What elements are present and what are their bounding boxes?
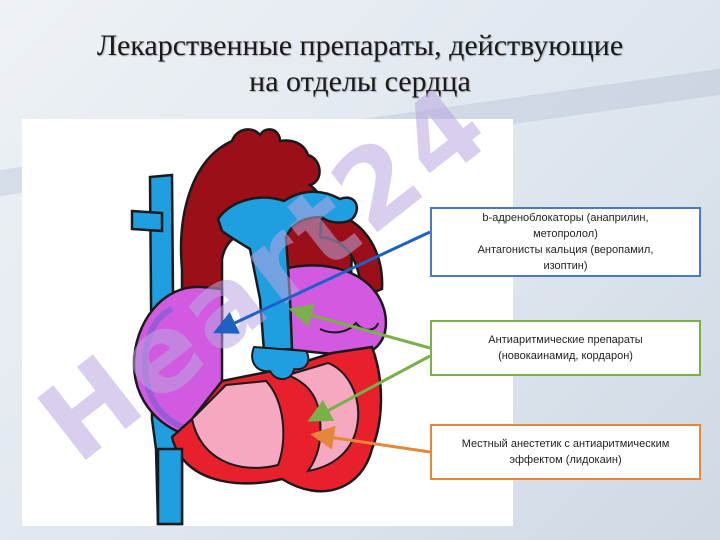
ventricle-inner: [190, 379, 285, 469]
valve-left: [251, 345, 310, 380]
orange-arrow: [310, 425, 431, 454]
slide-title: Лекарственные препараты, действующие на …: [0, 28, 720, 100]
green-arrow-1: [288, 303, 431, 350]
callout-blue-line-3: Антагонисты кальция (веропамил,: [477, 244, 654, 256]
green-arrow-2: [307, 354, 431, 422]
vena-cava-branch: [130, 209, 164, 233]
slide-title-line-2: на отделы сердца: [249, 65, 471, 98]
slide-title-line-1: Лекарственные препараты, действующие: [96, 29, 624, 62]
pulmonary-trunk: [216, 190, 359, 353]
callout-local-anesthetic: Местный анестетик с антиаритмическим эфф…: [430, 424, 701, 480]
callout-green-line-2: (новокаинамид, кордарон): [498, 350, 633, 362]
callout-beta-blockers: b-адреноблокаторы (анаприлин, метопролол…: [430, 207, 701, 277]
blue-arrow: [213, 230, 431, 334]
callout-blue-line-2: метопролол): [533, 228, 598, 240]
callout-green-line-1: Антиаритмические препараты: [488, 334, 643, 346]
valve-right: [319, 321, 379, 334]
left-atrium-outline: [142, 306, 191, 432]
callout-orange-line-1: Местный анестетик с антиаритмическим: [461, 438, 670, 450]
heart-diagram: [130, 128, 387, 526]
callout-antiarrhythmics: Антиаритмические препараты (новокаинамид…: [430, 320, 701, 376]
callout-orange-line-2: эффектом (лидокаин): [509, 454, 622, 466]
callout-blue-line-4: изоптин): [543, 260, 588, 272]
inferior-vena-cava: [156, 447, 184, 526]
callout-blue-line-1: b-адреноблокаторы (анаприлин,: [482, 212, 649, 224]
